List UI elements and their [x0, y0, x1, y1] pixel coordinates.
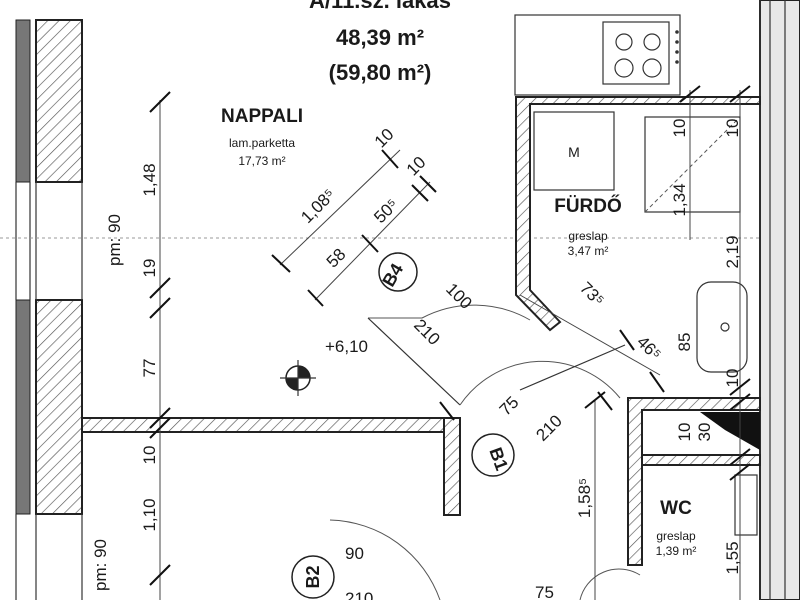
room-name-nappali: NAPPALI [221, 106, 303, 127]
dim-pm-90-top: pm: 90 [105, 214, 124, 266]
dim-73: 73⁵ [576, 278, 608, 310]
shaft-fill [700, 412, 760, 450]
room-name-furdo: FÜRDŐ [554, 195, 622, 217]
room-floor-nappali: lam.parketta [229, 136, 295, 150]
dim-10-diag-a: 10 [371, 125, 398, 152]
dim-77: 77 [140, 359, 159, 378]
wc-tank [734, 474, 758, 536]
apartment-name: A/11.sz. lakás [309, 0, 451, 13]
washbasin [696, 281, 748, 373]
dim-46: 46⁵ [633, 332, 665, 364]
dim-10-r1: 10 [670, 119, 689, 138]
room-floor-furdo: greslap [568, 229, 608, 243]
right-exterior-wall [759, 0, 800, 600]
dim-2-19: 2,19 [723, 235, 742, 268]
door-tag-b4-circle [378, 252, 418, 292]
level-label: +6,10 [325, 337, 368, 356]
dim-90: 90 [345, 544, 364, 563]
dim-30: 30 [695, 423, 714, 442]
dim-10-r-top: 10 [723, 119, 742, 138]
bathroom-fixtures [533, 111, 758, 536]
level-marker [280, 360, 316, 396]
dim-1-34: 1,34 [670, 183, 689, 216]
kitchen-counter [514, 14, 681, 96]
dim-1-08: 1,08⁵ [297, 185, 339, 227]
room-floor-wc: greslap [656, 529, 696, 543]
dim-85: 85 [675, 333, 694, 352]
apartment-area: 48,39 m² [336, 25, 424, 50]
dim-pm-90-bottom: pm: 90 [91, 539, 110, 591]
dim-10-diag-b: 10 [403, 153, 430, 180]
apartment-gross-area: (59,80 m²) [329, 60, 432, 85]
dim-58: 58 [323, 245, 350, 272]
dim-10-left: 10 [140, 446, 159, 465]
dim-10-r3: 10 [723, 369, 742, 388]
door-tag-b2: B2 [303, 565, 323, 588]
dim-1-48: 1,48 [140, 163, 159, 196]
dim-1-58: 1,58⁵ [575, 478, 594, 518]
dim-75-b: 75 [535, 583, 554, 600]
dim-19: 19 [140, 259, 159, 278]
door-tag-b1-circle [471, 433, 515, 477]
door-swings [329, 304, 641, 600]
door-tag-b2-circle [291, 555, 335, 599]
dimension-lines [149, 85, 751, 600]
dim-210-c: 210 [345, 589, 373, 600]
room-area-nappali: 17,73 m² [238, 154, 285, 168]
dim-210-a: 210 [410, 315, 443, 348]
m-box-label: M [568, 144, 580, 160]
dim-210-b: 210 [532, 411, 565, 444]
dim-10-r-mid: 10 [675, 423, 694, 442]
room-area-furdo: 3,47 m² [568, 244, 609, 258]
dim-1-10: 1,10 [140, 498, 159, 531]
dim-75-a: 75 [496, 393, 523, 420]
dim-50: 50⁵ [370, 195, 402, 227]
left-exterior-wall [15, 19, 83, 600]
room-area-wc: 1,39 m² [656, 544, 697, 558]
stove [602, 21, 670, 85]
room-name-wc: WC [660, 498, 692, 519]
dim-1-55: 1,55 [723, 541, 742, 574]
m-box [533, 111, 615, 191]
